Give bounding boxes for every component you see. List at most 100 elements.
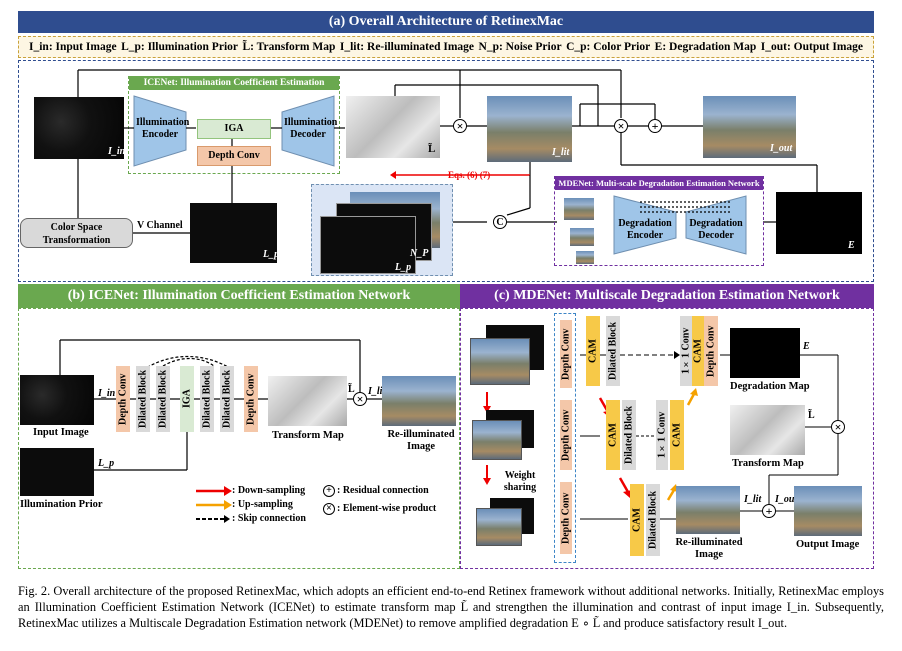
panel-b-input-image — [20, 375, 94, 425]
weight-sharing-box — [554, 313, 576, 563]
residual-connection-icon: + — [648, 119, 662, 133]
label-c-i-out: I_out — [775, 494, 798, 505]
legend-item: L̃: Transform Map — [242, 41, 336, 53]
c-dilated-bot: Dilated Block — [646, 484, 660, 556]
transform-map-label: Transform Map — [732, 458, 804, 469]
legend-item: N_p: Noise Prior — [478, 41, 562, 53]
label-c-i-lit: I_lit — [744, 494, 762, 505]
c-conv1x1-mid: 1×1 Conv — [656, 400, 668, 470]
panel-a-title: (a) Overall Architecture of RetinexMac — [18, 11, 874, 33]
label-n-p: N_P — [410, 248, 429, 259]
label-b-i-in: I_in — [98, 388, 116, 399]
iga-block: IGA — [197, 119, 271, 139]
figure-caption: Fig. 2. Overall architecture of the prop… — [18, 584, 884, 630]
label-i-out: I_out — [770, 143, 793, 154]
transform-map-label: Transform Map — [272, 430, 344, 441]
reilluminated-label: Re-illuminated Image — [675, 537, 743, 560]
multiscale-input-medium — [570, 228, 594, 246]
residual-connection-icon: + — [762, 504, 776, 518]
weight-sharing-label: Weight sharing — [503, 470, 537, 493]
panel-a-frame — [18, 60, 874, 282]
illumination-encoder-label: Illumination Encoder — [136, 117, 190, 140]
panel-b-transform-map-image — [268, 376, 347, 426]
legend-residual-connection: : Residual connection — [337, 485, 429, 496]
c-reilluminated-image — [676, 486, 740, 534]
c-cam-top: CAM — [586, 316, 600, 386]
equations-label: Eqs. (6) (7) — [448, 170, 491, 180]
icenet-title: ICENet: Illumination Coefficient Estimat… — [129, 76, 339, 102]
mdenet-title: MDENet: Multi-scale Degradation Estimati… — [555, 176, 763, 190]
degradation-decoder-shape — [685, 195, 747, 255]
color-space-transformation-block: Color Space Transformation — [20, 218, 133, 248]
c-dilated-top: Dilated Block — [606, 316, 620, 386]
illumination-encoder-shape — [133, 95, 187, 167]
multiscale-input-small — [576, 251, 594, 264]
c-degradation-map-image — [730, 328, 800, 378]
c-depth-conv-1: Depth Conv — [560, 320, 572, 388]
legend-item: I_lit: Re-illuminated Image — [339, 41, 475, 53]
transform-map-image — [346, 96, 440, 158]
illumination-decoder-shape — [281, 95, 335, 167]
c-cam-mid: CAM — [606, 400, 620, 470]
c-transform-map-image — [730, 405, 805, 455]
panel-c-frame — [460, 308, 874, 569]
input-image-label: Input Image — [33, 427, 89, 438]
panel-b-title: (b) ICENet: Illumination Coefficient Est… — [18, 284, 460, 308]
element-wise-product-icon: × — [353, 392, 367, 406]
label-c-e: E — [803, 341, 810, 352]
degradation-encoder-shape — [613, 195, 677, 255]
residual-connection-icon: + — [323, 485, 335, 497]
legend-element-wise-product: : Element-wise product — [337, 503, 437, 514]
degradation-encoder-label: Degradation Encoder — [618, 218, 672, 241]
degradation-decoder-label: Degradation Decoder — [689, 218, 743, 241]
depth-conv-block: Depth Conv — [197, 146, 271, 166]
label-b-i-lit: I_lit — [368, 386, 386, 397]
multiscale-input-large — [564, 198, 594, 220]
degradation-map-label: Degradation Map — [730, 381, 810, 392]
c-conv1x1-top: 1×1 Conv — [680, 316, 692, 386]
legend-skip-connection: : Skip connection — [232, 513, 306, 524]
legend-item: E: Degradation Map — [654, 41, 757, 53]
panel-b-frame — [18, 308, 460, 569]
c-input-large — [470, 338, 530, 385]
label-c-l-tilde: L̃ — [808, 410, 815, 421]
output-image — [703, 96, 796, 158]
element-wise-product-icon: × — [323, 503, 335, 515]
v-channel-label: V Channel — [137, 220, 183, 231]
legend-item: I_in: Input Image — [29, 41, 117, 53]
legend-bar: I_in: Input Image L_p: Illumination Prio… — [18, 36, 874, 58]
c-depth-conv-3: Depth Conv — [560, 482, 572, 554]
output-image-label: Output Image — [796, 539, 860, 550]
label-l-tilde: L̃ — [428, 143, 436, 155]
label-l-p: L_p — [263, 249, 280, 260]
legend-item: C_p: Color Prior — [566, 41, 651, 53]
legend-up-sampling: : Up-sampling — [232, 499, 293, 510]
reilluminated-image — [487, 96, 572, 162]
reilluminated-label: Re-illuminated Image — [387, 429, 455, 452]
illumination-prior-label: Illumination Prior — [20, 499, 103, 510]
legend-down-sampling: : Down-sampling — [232, 485, 306, 496]
c-cam-top-2: CAM — [692, 316, 704, 386]
c-cam-bot: CAM — [630, 484, 644, 556]
c-output-image — [794, 486, 862, 536]
label-l-p-2: L_p — [395, 262, 412, 273]
illumination-prior-image — [190, 203, 277, 263]
element-wise-product-icon: × — [614, 119, 628, 133]
element-wise-product-icon: × — [453, 119, 467, 133]
illumination-decoder-label: Illumination Decoder — [284, 117, 338, 140]
c-input-medium — [472, 420, 522, 460]
legend-item: L_p: Illumination Prior — [121, 41, 238, 53]
element-wise-product-icon: × — [831, 420, 845, 434]
label-i-in: I_in — [108, 146, 126, 157]
concatenation-icon: C — [493, 215, 507, 229]
c-cam-mid-2: CAM — [670, 400, 684, 470]
panel-c-title: (c) MDENet: Multiscale Degradation Estim… — [460, 284, 874, 308]
label-e: E — [848, 240, 855, 251]
panel-b-reilluminated-image — [382, 376, 456, 426]
c-input-small — [476, 508, 522, 546]
label-b-l-tilde: L̃ — [348, 384, 355, 395]
panel-b-illumination-prior-image — [20, 448, 94, 496]
